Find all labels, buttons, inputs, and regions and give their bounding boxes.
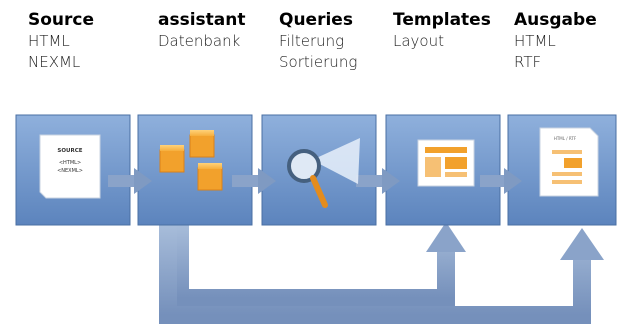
- database-cubes-icon: [159, 130, 223, 191]
- arrow-right-icon: [134, 168, 152, 194]
- column-heading: Templates: [393, 10, 491, 30]
- magnifier-funnel-icon: [287, 138, 360, 208]
- arrow-right-icon: [382, 168, 400, 194]
- layout-template-icon: [417, 139, 475, 187]
- feedback-arrowhead-templates: [426, 222, 466, 252]
- column-line: RTF: [514, 53, 542, 71]
- source-doc-line: <HTML>: [59, 160, 81, 166]
- column-heading: Ausgabe: [514, 10, 597, 30]
- column-line: NEXML: [28, 53, 81, 71]
- feedback-arrowhead-output: [560, 228, 604, 260]
- source-doc-title: SOURCE: [57, 148, 82, 154]
- column-heading: assistant: [158, 10, 246, 30]
- column-queries: Queries Filterung Sortierung: [279, 10, 357, 73]
- column-line: Datenbank: [158, 32, 241, 50]
- feedback-arrows: [159, 222, 604, 324]
- column-source: Source HTML NEXML: [28, 10, 94, 73]
- column-line: HTML: [514, 32, 556, 50]
- column-assistant: assistant Datenbank: [158, 10, 245, 52]
- column-line: Sortierung: [279, 53, 358, 71]
- output-document-icon: HTML / RTF: [539, 127, 599, 197]
- forward-arrows: [108, 168, 522, 194]
- column-line: Layout: [393, 32, 444, 50]
- source-doc-line: <NEXML>: [57, 168, 83, 174]
- column-heading: Queries: [279, 10, 353, 30]
- arrow-right-icon: [504, 168, 522, 194]
- column-line: Filterung: [279, 32, 345, 50]
- column-templates: Templates Layout: [393, 10, 491, 52]
- output-doc-title: HTML / RTF: [554, 136, 577, 141]
- feedback-arrow-templates: [171, 222, 455, 307]
- column-ausgabe: Ausgabe HTML RTF: [514, 10, 597, 73]
- arrow-right-icon: [258, 168, 276, 194]
- feedback-arrow-output: [159, 222, 591, 324]
- column-heading: Source: [28, 10, 95, 30]
- column-line: HTML: [28, 32, 70, 50]
- source-document-icon: SOURCE <HTML> <NEXML>: [39, 134, 101, 199]
